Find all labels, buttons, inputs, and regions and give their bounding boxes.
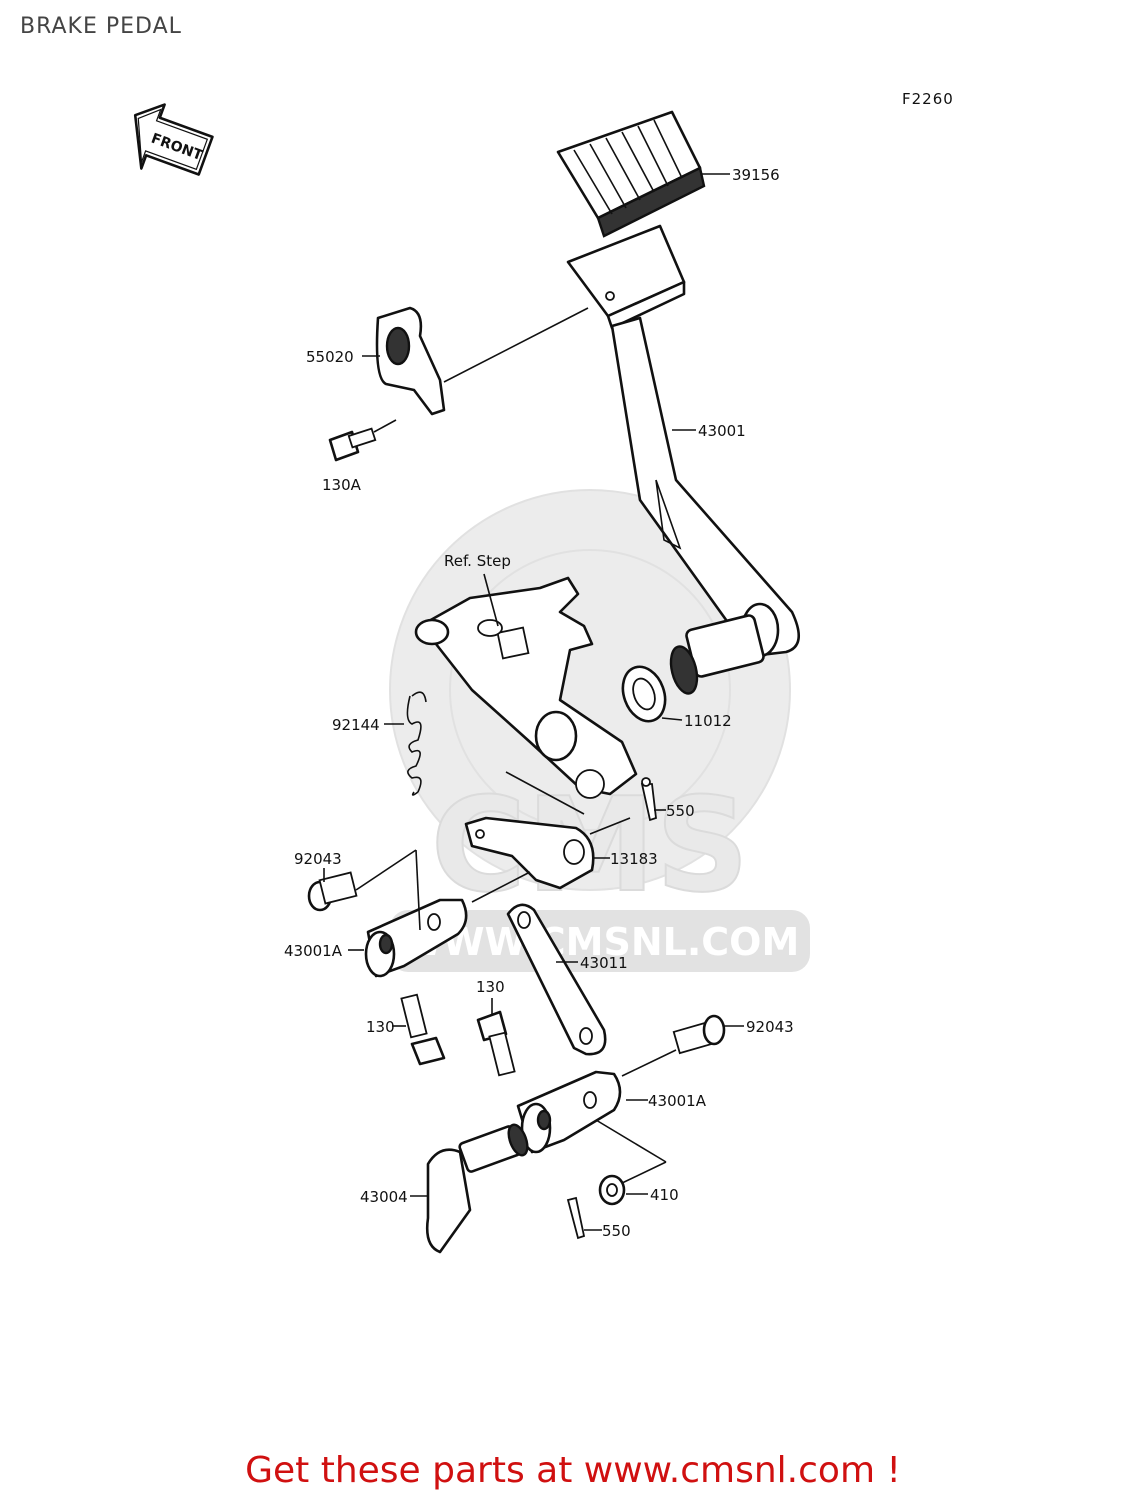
- cotter-pin-550-lower: [566, 1196, 586, 1240]
- parts-diagram: CMS WWW.CMSNL.COM F2260 FRONT 39156 4300…: [133, 90, 954, 1254]
- label-55020: 55020: [306, 348, 354, 366]
- footer-cta-link[interactable]: Get these parts at www.cmsnl.com !: [245, 1450, 901, 1491]
- brake-pedal-43001: [566, 224, 800, 695]
- label-13183: 13183: [610, 850, 658, 868]
- bracket-55020: [375, 306, 446, 416]
- spring-92144: [406, 691, 427, 796]
- label-43001A-lower: 43001A: [648, 1092, 707, 1110]
- page-title: BRAKE PEDAL: [20, 14, 182, 39]
- bolt-130A: [328, 427, 377, 462]
- joint-43001A-lower: [516, 1070, 622, 1154]
- label-130-left: 130: [366, 1018, 395, 1036]
- washer-410: [598, 1174, 626, 1206]
- label-43004: 43004: [360, 1188, 408, 1206]
- pin-92043-left: [307, 871, 358, 912]
- rod-43011: [506, 903, 607, 1056]
- figure-code: F2260: [902, 90, 954, 108]
- pin-92043-right: [672, 1014, 726, 1055]
- label-130-center: 130: [476, 978, 505, 996]
- label-550-lower: 550: [602, 1222, 631, 1240]
- label-43011: 43011: [580, 954, 628, 972]
- label-410: 410: [650, 1186, 679, 1204]
- washer-11012: [621, 665, 667, 723]
- bolt-130-center: [476, 1010, 516, 1077]
- label-ref-step: Ref. Step: [444, 552, 511, 570]
- bolt-130-left: [400, 993, 446, 1066]
- watermark-url-text: WWW.CMSNL.COM: [401, 920, 800, 964]
- cotter-pin-550-upper: [640, 777, 657, 822]
- label-92144: 92144: [332, 716, 380, 734]
- step-bracket-ref: [414, 576, 638, 799]
- label-92043-right: 92043: [746, 1018, 794, 1036]
- label-43001A-upper: 43001A: [284, 942, 343, 960]
- pedal-rubber-39156: [556, 110, 706, 238]
- lever-13183: [464, 816, 595, 890]
- label-130A: 130A: [322, 476, 362, 494]
- front-arrow-icon: FRONT: [133, 103, 214, 176]
- joint-43001A-upper: [364, 898, 468, 978]
- label-92043-left: 92043: [294, 850, 342, 868]
- label-43001: 43001: [698, 422, 746, 440]
- label-550-upper: 550: [666, 802, 695, 820]
- label-11012: 11012: [684, 712, 732, 730]
- label-39156: 39156: [732, 166, 780, 184]
- shaft-43004: [425, 1123, 529, 1254]
